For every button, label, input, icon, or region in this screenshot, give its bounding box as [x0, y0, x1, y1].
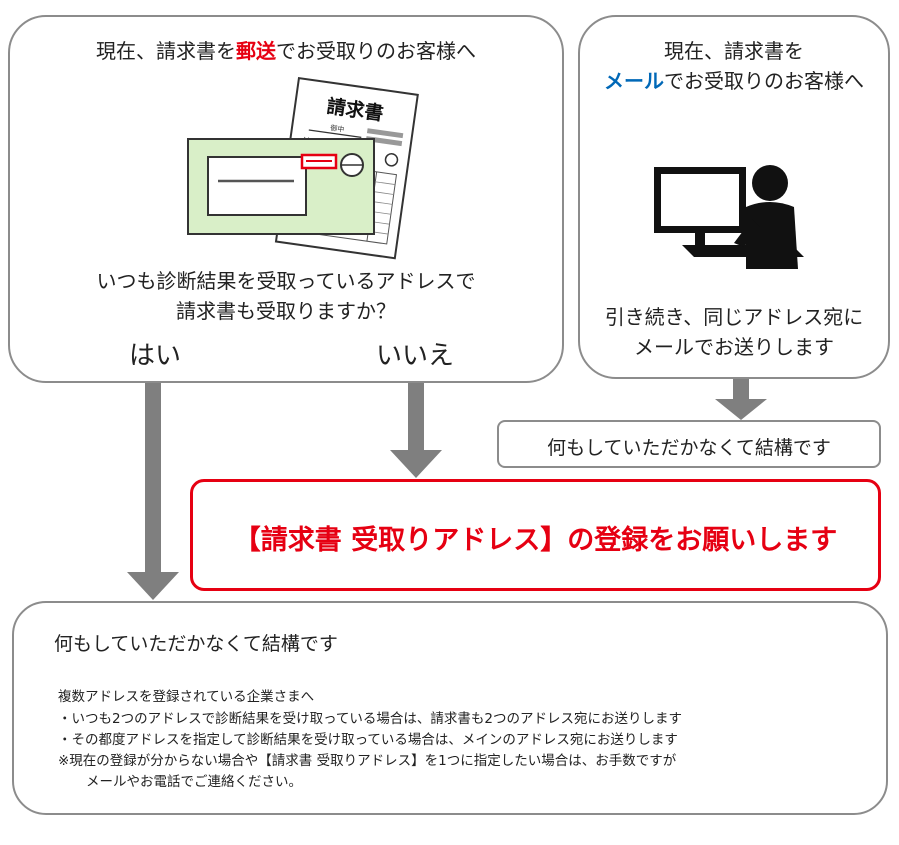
mail-arrow	[715, 378, 767, 420]
mail-result-text: 何もしていただかなくて結構です	[547, 437, 831, 459]
mail-customer-box: 現在、請求書を メールでお受取りのお客様へ 引き続き、同じアドレス宛に メールで…	[578, 15, 890, 379]
register-address-box: 【請求書 受取りアドレス】の登録をお願いします	[190, 479, 881, 591]
invoice-envelope-illustration: 請求書 御中 ¥	[187, 77, 419, 260]
computer-user-icon	[654, 165, 804, 269]
mail-heading-line-1: 現在、請求書を	[664, 39, 804, 63]
mail-heading-line-2: メールでお受取りのお客様へ	[604, 69, 864, 93]
multi-address-note-heading: 複数アドレスを登録されている企業さまへ	[58, 689, 315, 705]
question-line-1: いつも診断結果を受取っているアドレスで	[96, 269, 476, 293]
no-action-box: 何もしていただかなくて結構です 複数アドレスを登録されている企業さまへ ・いつも…	[12, 601, 888, 815]
no-arrow	[390, 382, 442, 478]
envelope-icon	[187, 138, 375, 235]
yes-arrow	[127, 382, 179, 600]
mail-body-line-1: 引き続き、同じアドレス宛に	[604, 305, 864, 329]
question-line-2: 請求書も受取りますか？	[176, 299, 396, 323]
multi-address-note-2: ・その都度アドレスを指定して診断結果を受け取っている場合は、メインのアドレス宛に…	[58, 732, 678, 748]
postal-heading: 現在、請求書を郵送でお受取りのお客様へ	[96, 39, 476, 63]
contact-note-cont: メールやお電話でご連絡ください。	[86, 774, 302, 790]
answer-no: いいえ	[375, 341, 454, 371]
multi-address-note-1: ・いつも2つのアドレスで診断結果を受け取っている場合は、請求書も2つのアドレス宛…	[58, 711, 683, 727]
mail-result-box: 何もしていただかなくて結構です	[497, 420, 881, 468]
answer-yes: はい	[128, 341, 181, 371]
no-action-title: 何もしていただかなくて結構です	[54, 633, 338, 655]
invoice-to: 御中	[330, 123, 345, 134]
register-address-text: 【請求書 受取りアドレス】の登録をお願いします	[233, 525, 838, 556]
mail-body-line-2: メールでお送りします	[634, 335, 834, 359]
contact-note: ※現在の登録が分からない場合や【請求書 受取りアドレス】を1つに指定したい場合は…	[58, 753, 677, 769]
postal-customer-box: 現在、請求書を郵送でお受取りのお客様へ 請求書 御中 ¥	[8, 15, 564, 383]
